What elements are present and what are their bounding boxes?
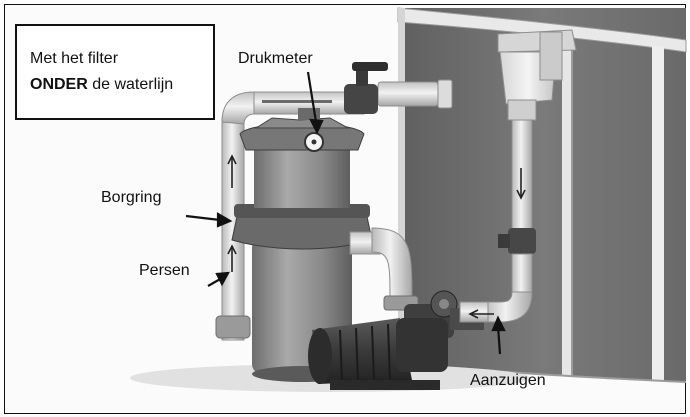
note-line-2: ONDER de waterlijn: [30, 72, 201, 98]
pump: [308, 290, 484, 390]
locking-ring-label: Borgring: [101, 189, 162, 206]
suction-pipe: [459, 117, 536, 323]
pool-wall: [397, 7, 687, 383]
suction-side-label: Aanzuigen: [470, 372, 546, 389]
return-valve: [344, 62, 388, 114]
flow-arrows: [227, 154, 526, 319]
note-line-1: Met het filter: [30, 50, 119, 67]
label-arrows: [185, 71, 506, 355]
pressure-gauge-icon: [304, 132, 324, 152]
filter-to-pump-pipe: [349, 227, 419, 311]
note-bold-word: ONDER: [30, 76, 88, 93]
skimmer: [497, 29, 577, 121]
filter-position-note: Met het filter ONDER de waterlijn: [15, 24, 215, 120]
pressure-side-label: Persen: [139, 262, 190, 279]
pressure-gauge-label: Drukmeter: [238, 50, 313, 67]
note-line-2-rest: de waterlijn: [87, 76, 174, 93]
return-pipe: [215, 79, 453, 341]
